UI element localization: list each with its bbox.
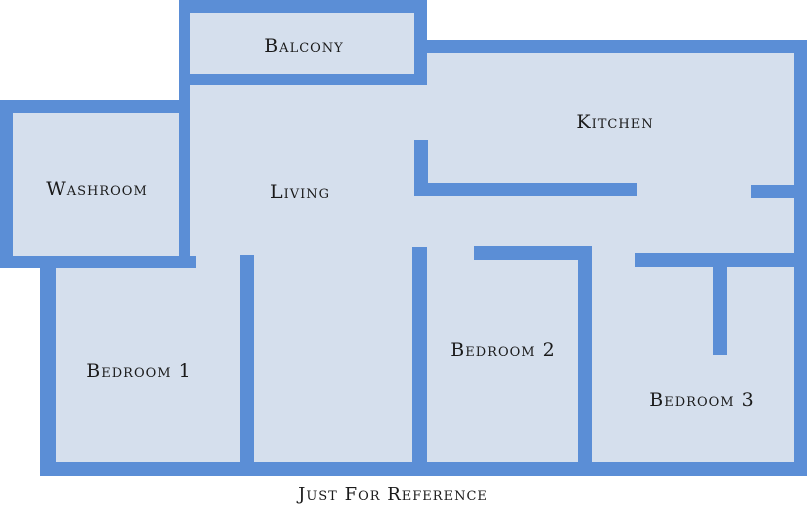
bedroom2-wall-left <box>412 247 427 465</box>
bedroom1-label: Bedroom 1 <box>86 360 191 382</box>
bedroom2-wall-top <box>474 246 592 260</box>
washroom-wall-right <box>179 100 190 268</box>
balcony-label: Balcony <box>264 35 344 57</box>
kitchen-partition-vertical <box>414 140 428 196</box>
bedroom1-wall-left <box>40 256 56 476</box>
bedroom1-floor <box>40 255 240 476</box>
kitchen-label: Kitchen <box>576 111 653 133</box>
balcony-wall-top <box>179 0 427 13</box>
room-labels: Balcony Kitchen Washroom Living Bedroom … <box>46 35 754 411</box>
bedroom3-label: Bedroom 3 <box>649 389 754 411</box>
washroom-label: Washroom <box>46 178 148 200</box>
outer-wall-bottom <box>40 462 807 476</box>
bedroom3-closet-wall <box>713 253 727 355</box>
kitchen-wall-top <box>414 40 807 53</box>
kitchen-partition-stub <box>751 185 807 198</box>
living-label: Living <box>270 181 330 203</box>
washroom-wall-bottom <box>0 256 196 268</box>
balcony-wall-left <box>179 0 190 100</box>
bedroom2-label: Bedroom 2 <box>450 339 555 361</box>
bedroom1-wall-right <box>240 255 254 465</box>
washroom-wall-top <box>0 100 190 113</box>
balcony-wall-bottom <box>179 74 427 85</box>
kitchen-partition-horizontal <box>414 183 637 196</box>
walls <box>0 0 807 476</box>
washroom-floor <box>0 100 190 268</box>
bedroom2-wall-right <box>578 246 592 465</box>
washroom-wall-left <box>0 100 13 268</box>
caption: Just For Reference <box>298 484 488 505</box>
